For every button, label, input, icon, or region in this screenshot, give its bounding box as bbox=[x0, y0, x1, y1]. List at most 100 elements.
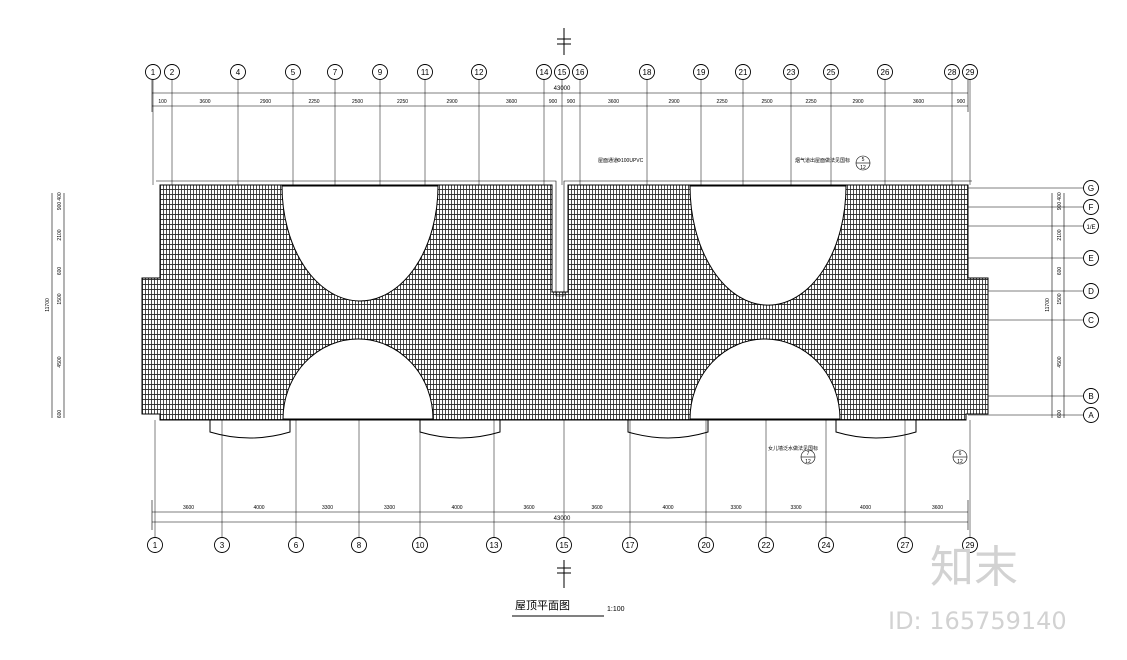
axis-bubble-right-1/E: 1/E bbox=[1083, 218, 1099, 234]
svg-text:15: 15 bbox=[560, 541, 569, 550]
bottom-dim-text: 3300 bbox=[384, 505, 395, 511]
top-dim-text: 2250 bbox=[805, 99, 816, 105]
side-dim-text: 900 bbox=[1057, 202, 1063, 211]
side-dim-text: 600 bbox=[1057, 267, 1063, 276]
svg-text:17: 17 bbox=[626, 541, 635, 550]
axis-bubble-bottom-15: 15 bbox=[556, 537, 572, 553]
axis-bubble-right-G: G bbox=[1083, 180, 1099, 196]
svg-text:12: 12 bbox=[860, 165, 866, 171]
svg-text:14: 14 bbox=[540, 68, 549, 77]
svg-text:3: 3 bbox=[220, 541, 225, 550]
top-dim-text: 3600 bbox=[913, 99, 924, 105]
bottom-dim-text: 4000 bbox=[253, 505, 264, 511]
svg-text:16: 16 bbox=[576, 68, 585, 77]
svg-text:6: 6 bbox=[959, 451, 962, 457]
svg-text:22: 22 bbox=[762, 541, 771, 550]
axis-bubble-top-16: 16 bbox=[572, 64, 588, 80]
axis-bubble-bottom-20: 20 bbox=[698, 537, 714, 553]
side-dim-text: 2100 bbox=[57, 229, 63, 240]
svg-text:A: A bbox=[1088, 411, 1094, 420]
axis-bubble-top-12: 12 bbox=[471, 64, 487, 80]
bottom-dim-text: 3600 bbox=[932, 505, 943, 511]
side-dim-text: 2100 bbox=[1057, 229, 1063, 240]
svg-text:20: 20 bbox=[702, 541, 711, 550]
side-dim-text: 1500 bbox=[57, 293, 63, 304]
top-dim-text: 2250 bbox=[397, 99, 408, 105]
svg-text:5: 5 bbox=[862, 157, 865, 163]
bottom-balconies bbox=[209, 420, 917, 439]
axis-bubble-bottom-6: 6 bbox=[288, 537, 304, 553]
svg-text:12: 12 bbox=[805, 459, 811, 465]
side-dim-text: 1500 bbox=[1057, 293, 1063, 304]
top-dim-text: 2250 bbox=[716, 99, 727, 105]
axis-bubble-right-E: E bbox=[1083, 250, 1099, 266]
axis-bubble-top-5: 5 bbox=[285, 64, 301, 80]
top-dim-text: 2900 bbox=[260, 99, 271, 105]
bottom-dim-text: 3300 bbox=[730, 505, 741, 511]
left-dimension-lines bbox=[51, 193, 65, 418]
svg-text:21: 21 bbox=[739, 68, 748, 77]
ridge-note: 屋面通道 bbox=[598, 157, 618, 164]
right-total-dim: 11700 bbox=[1045, 298, 1051, 312]
svg-text:G: G bbox=[1088, 184, 1094, 193]
svg-text:1: 1 bbox=[153, 541, 158, 550]
center-mark-top bbox=[557, 28, 571, 55]
top-dim-text: 900 bbox=[957, 99, 966, 105]
axis-bubble-bottom-13: 13 bbox=[486, 537, 502, 553]
svg-text:F: F bbox=[1089, 203, 1094, 212]
top-dim-text: 3600 bbox=[608, 99, 619, 105]
bottom-dim-text: 4000 bbox=[662, 505, 673, 511]
center-mark-bottom bbox=[557, 560, 571, 588]
svg-text:1/E: 1/E bbox=[1086, 225, 1095, 231]
axis-bubble-top-21: 21 bbox=[735, 64, 751, 80]
drawing-scale: 1:100 bbox=[607, 606, 625, 613]
detail-callout-top: 5 12 bbox=[855, 155, 871, 171]
axis-bubble-top-9: 9 bbox=[372, 64, 388, 80]
svg-text:18: 18 bbox=[643, 68, 652, 77]
axis-bubble-top-19: 19 bbox=[693, 64, 709, 80]
bottom-total-dim: 43000 bbox=[554, 516, 571, 522]
bottom-dim-text: 3600 bbox=[523, 505, 534, 511]
top-dimension-lines bbox=[151, 80, 969, 112]
top-dim-text: 2500 bbox=[352, 99, 363, 105]
svg-text:26: 26 bbox=[881, 68, 890, 77]
note-top-right: 烟气道出屋面做法见国标 bbox=[795, 157, 850, 164]
side-dim-text: 400 bbox=[57, 192, 63, 201]
svg-text:12: 12 bbox=[957, 459, 963, 465]
bottom-dim-text: 4000 bbox=[451, 505, 462, 511]
axis-bubble-top-26: 26 bbox=[877, 64, 893, 80]
axis-bubble-top-4: 4 bbox=[230, 64, 246, 80]
svg-text:10: 10 bbox=[416, 541, 425, 550]
axis-bubble-top-14: 14 bbox=[536, 64, 552, 80]
top-dim-text: 3600 bbox=[199, 99, 210, 105]
axis-bubble-bottom-22: 22 bbox=[758, 537, 774, 553]
note-gutter: 女儿墙泛水做法见国标 bbox=[768, 445, 818, 452]
svg-text:1: 1 bbox=[151, 68, 156, 77]
detail-callout-right-1: 7 12 bbox=[800, 449, 816, 465]
svg-text:7: 7 bbox=[333, 68, 338, 77]
svg-text:25: 25 bbox=[827, 68, 836, 77]
svg-text:E: E bbox=[1088, 254, 1093, 263]
side-dim-text: 900 bbox=[57, 202, 63, 211]
axis-bubble-top-25: 25 bbox=[823, 64, 839, 80]
axis-bubble-right-B: B bbox=[1083, 388, 1099, 404]
axis-bubble-right-A: A bbox=[1083, 407, 1099, 423]
right-dimension-lines bbox=[1051, 193, 1065, 418]
axis-bubble-top-29: 29 bbox=[962, 64, 978, 80]
svg-text:7: 7 bbox=[807, 451, 810, 457]
axis-bubble-bottom-10: 10 bbox=[412, 537, 428, 553]
axis-bubble-bottom-29: 29 bbox=[962, 537, 978, 553]
svg-text:4: 4 bbox=[236, 68, 241, 77]
svg-text:27: 27 bbox=[901, 541, 910, 550]
roof-outline bbox=[141, 180, 989, 421]
top-dim-text: 3600 bbox=[506, 99, 517, 105]
axis-bubble-top-2: 2 bbox=[164, 64, 180, 80]
axis-bubble-top-7: 7 bbox=[327, 64, 343, 80]
axis-bubble-bottom-8: 8 bbox=[351, 537, 367, 553]
